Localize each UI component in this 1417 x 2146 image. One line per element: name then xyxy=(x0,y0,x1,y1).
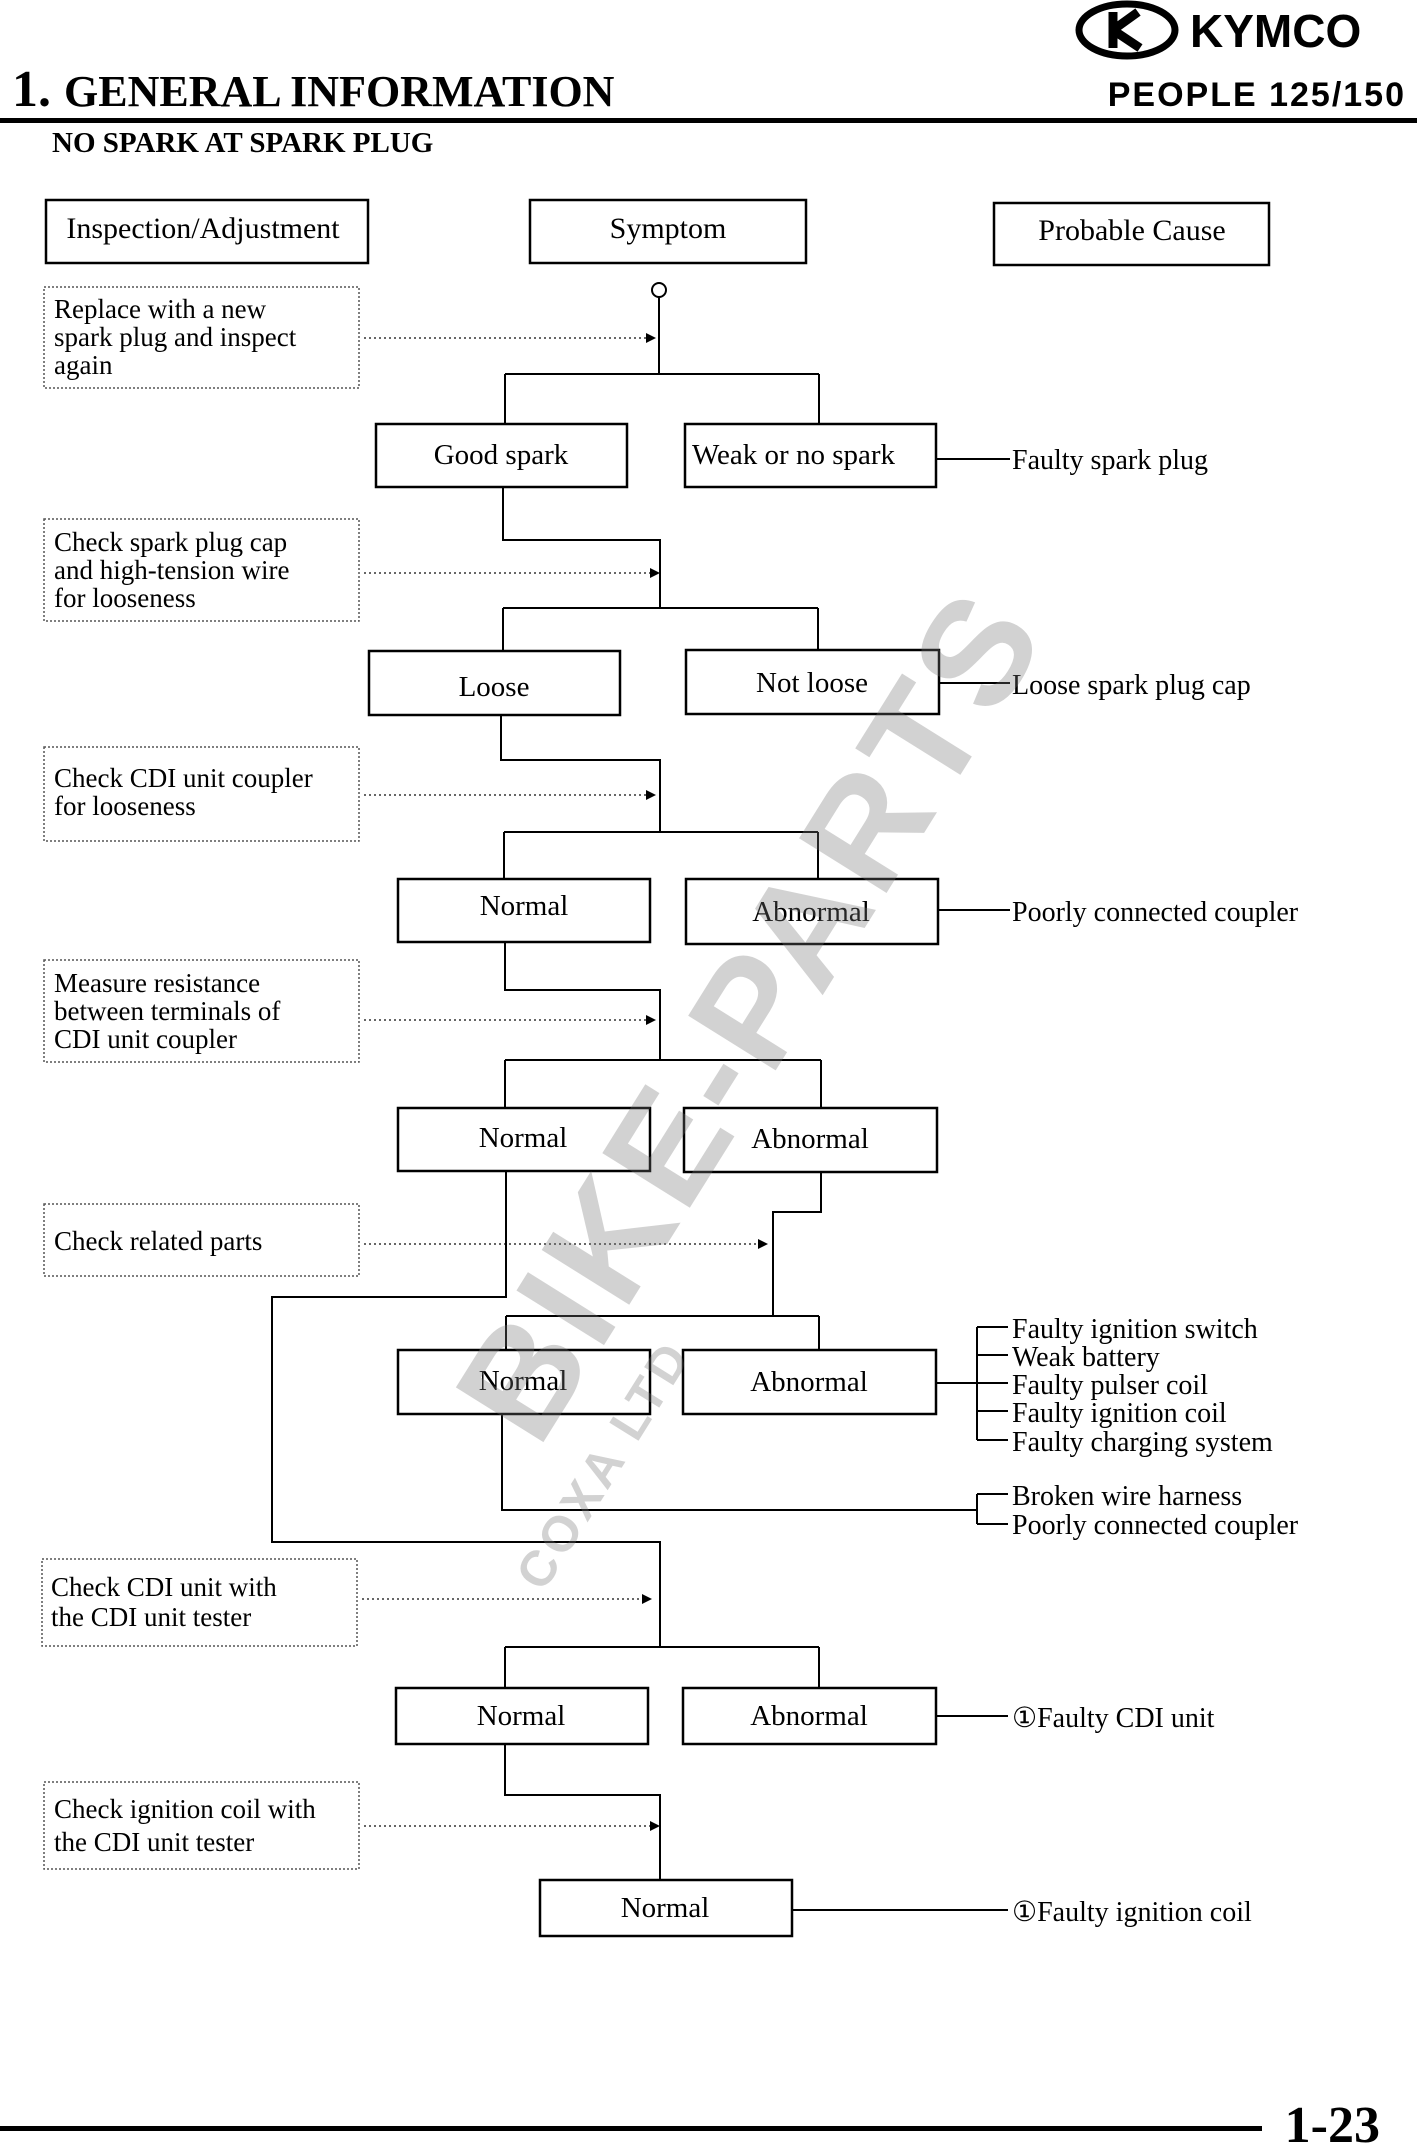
symptom-abnormal-5: Abnormal xyxy=(750,1366,868,1398)
inspection-step-5: Check related parts xyxy=(43,1203,360,1277)
inspection-1-line-3: again xyxy=(54,350,113,380)
symptom-good-spark: Good spark xyxy=(434,439,569,471)
inspection-step-7: Check ignition coil with the CDI unit te… xyxy=(43,1781,360,1870)
inspection-1-line-2: spark plug and inspect xyxy=(54,322,297,352)
symptom-abnormal-4: Abnormal xyxy=(751,1123,869,1155)
symptom-normal-5: Normal xyxy=(479,1365,568,1397)
chapter-number: 1. xyxy=(12,61,51,118)
svg-text:Check related parts: Check related parts xyxy=(54,1226,262,1256)
symptom-normal-6: Normal xyxy=(477,1700,566,1732)
inspection-4-line-2: between terminals of xyxy=(54,996,280,1026)
page-number: 1-23 xyxy=(1285,2097,1380,2146)
svg-text:Check CDI unit coupler f: Check CDI unit coupler for looseness xyxy=(54,763,319,821)
inspection-2-line-2: and high-tension wire xyxy=(54,555,289,585)
cause-weak-battery: Weak battery xyxy=(1012,1342,1160,1373)
symptom-box-weak-spark xyxy=(683,422,938,489)
header-rule xyxy=(0,118,1417,123)
svg-text:Check ignition coil with: Check ignition coil with the CDI unit te… xyxy=(54,1794,322,1857)
inspection-5-line-1: Check related parts xyxy=(54,1226,262,1256)
arrowhead-icon xyxy=(646,333,656,343)
arrowhead-icon xyxy=(758,1239,768,1249)
cause-broken-harness: Broken wire harness xyxy=(1012,1481,1242,1512)
cause-faulty-ignition-coil: ①Faulty ignition coil xyxy=(1012,1897,1252,1928)
flow-lines xyxy=(271,282,977,1880)
cause-faulty-spark-plug: Faulty spark plug xyxy=(1012,445,1208,476)
inspection-2-line-3: for looseness xyxy=(54,583,196,613)
cause-loose-cap: Loose spark plug cap xyxy=(1012,670,1251,701)
section-title: NO SPARK AT SPARK PLUG xyxy=(52,127,433,159)
inspection-header: Inspection/Adjustment xyxy=(66,212,340,245)
symptom-box-normal-3 xyxy=(396,877,652,944)
arrowhead-icon xyxy=(642,1594,652,1604)
symptom-box-normal-6 xyxy=(394,1686,650,1746)
symptom-box-normal-7 xyxy=(538,1878,794,1938)
inspection-2-line-1: Check spark plug cap xyxy=(54,527,287,557)
inspection-arrows xyxy=(362,337,760,1827)
footer-rule xyxy=(0,2126,1262,2131)
kymco-logo: KYMCO xyxy=(1075,0,1361,60)
inspection-7-line-1: Check ignition coil with xyxy=(54,1794,316,1824)
symptom-normal-3: Normal xyxy=(480,890,569,922)
arrowhead-icon xyxy=(646,790,656,800)
symptom-box-normal-5 xyxy=(396,1348,652,1416)
cause-header-box xyxy=(992,201,1271,267)
inspection-7-line-2: the CDI unit tester xyxy=(54,1827,254,1857)
arrowhead-icon xyxy=(650,1821,660,1831)
inspection-4-line-1: Measure resistance xyxy=(54,968,260,998)
inspection-6-line-2: the CDI unit tester xyxy=(51,1602,251,1632)
cause-faulty-cdi: ①Faulty CDI unit xyxy=(1012,1703,1215,1734)
arrowheads xyxy=(642,333,768,1831)
inspection-step-3: Check CDI unit coupler for looseness xyxy=(43,746,360,842)
symptom-header: Symptom xyxy=(610,212,727,245)
arrowhead-icon xyxy=(650,568,660,578)
symptom-loose: Loose xyxy=(459,671,530,703)
symptom-box-loose xyxy=(367,649,622,717)
kymco-emblem-icon xyxy=(1075,0,1179,60)
inspection-step-1: Replace with a new spark plug and inspec… xyxy=(43,286,360,389)
symptom-abnormal-3: Abnormal xyxy=(752,896,870,928)
svg-text:Check spark plug cap and: Check spark plug cap and high-tension wi… xyxy=(54,527,296,613)
cause-header: Probable Cause xyxy=(1038,214,1225,247)
cause-poor-coupler-2: Poorly connected coupler xyxy=(1012,1510,1299,1541)
inspection-1-line-1: Replace with a new xyxy=(54,294,267,324)
inspection-step-6: Check CDI unit with the CDI unit tester xyxy=(41,1558,358,1647)
cause-pulser-coil: Faulty pulser coil xyxy=(1012,1370,1208,1401)
inspection-step-4: Measure resistance between terminals of … xyxy=(43,959,360,1063)
symptom-box-abnormal-3 xyxy=(684,877,940,946)
cause-poor-coupler: Poorly connected coupler xyxy=(1012,897,1299,928)
kymco-wordmark: KYMCO xyxy=(1190,5,1361,57)
symptom-normal-7: Normal xyxy=(621,1892,710,1924)
chapter-title: GENERAL INFORMATION xyxy=(64,67,615,116)
inspection-3-line-2: for looseness xyxy=(54,791,196,821)
svg-text:Check CDI unit with the: Check CDI unit with the CDI unit tester xyxy=(51,1572,283,1632)
inspection-4-line-3: CDI unit coupler xyxy=(54,1024,237,1054)
symptom-not-loose: Not loose xyxy=(756,667,868,699)
symptom-header-box xyxy=(528,198,808,265)
inspection-step-2: Check spark plug cap and high-tension wi… xyxy=(43,518,360,622)
svg-text:Measure resistance betwe: Measure resistance between terminals of … xyxy=(54,968,287,1054)
arrowhead-icon xyxy=(646,1015,656,1025)
svg-text:Replace with a new spark: Replace with a new spark plug and inspec… xyxy=(54,294,303,380)
symptom-boxes xyxy=(367,422,941,1938)
inspection-header-box xyxy=(44,198,370,265)
symptom-abnormal-6: Abnormal xyxy=(750,1700,868,1732)
cause-connectors xyxy=(792,458,1010,1911)
start-node-icon xyxy=(651,282,667,298)
symptom-box-abnormal-4 xyxy=(682,1106,939,1174)
inspection-3-line-1: Check CDI unit coupler xyxy=(54,763,313,793)
cause-ignition-switch: Faulty ignition switch xyxy=(1012,1314,1258,1345)
cause-charging-system: Faulty charging system xyxy=(1012,1427,1273,1458)
cause-ignition-coil: Faulty ignition coil xyxy=(1012,1398,1227,1429)
symptom-normal-4: Normal xyxy=(479,1122,568,1154)
symptom-weak-spark: Weak or no spark xyxy=(692,439,896,471)
inspection-6-line-1: Check CDI unit with xyxy=(51,1572,277,1602)
symptom-box-good-spark xyxy=(374,422,629,489)
symptom-box-abnormal-5 xyxy=(681,1348,938,1416)
symptom-box-normal-4 xyxy=(396,1106,652,1173)
model-name: PEOPLE 125/150 xyxy=(1108,76,1406,114)
